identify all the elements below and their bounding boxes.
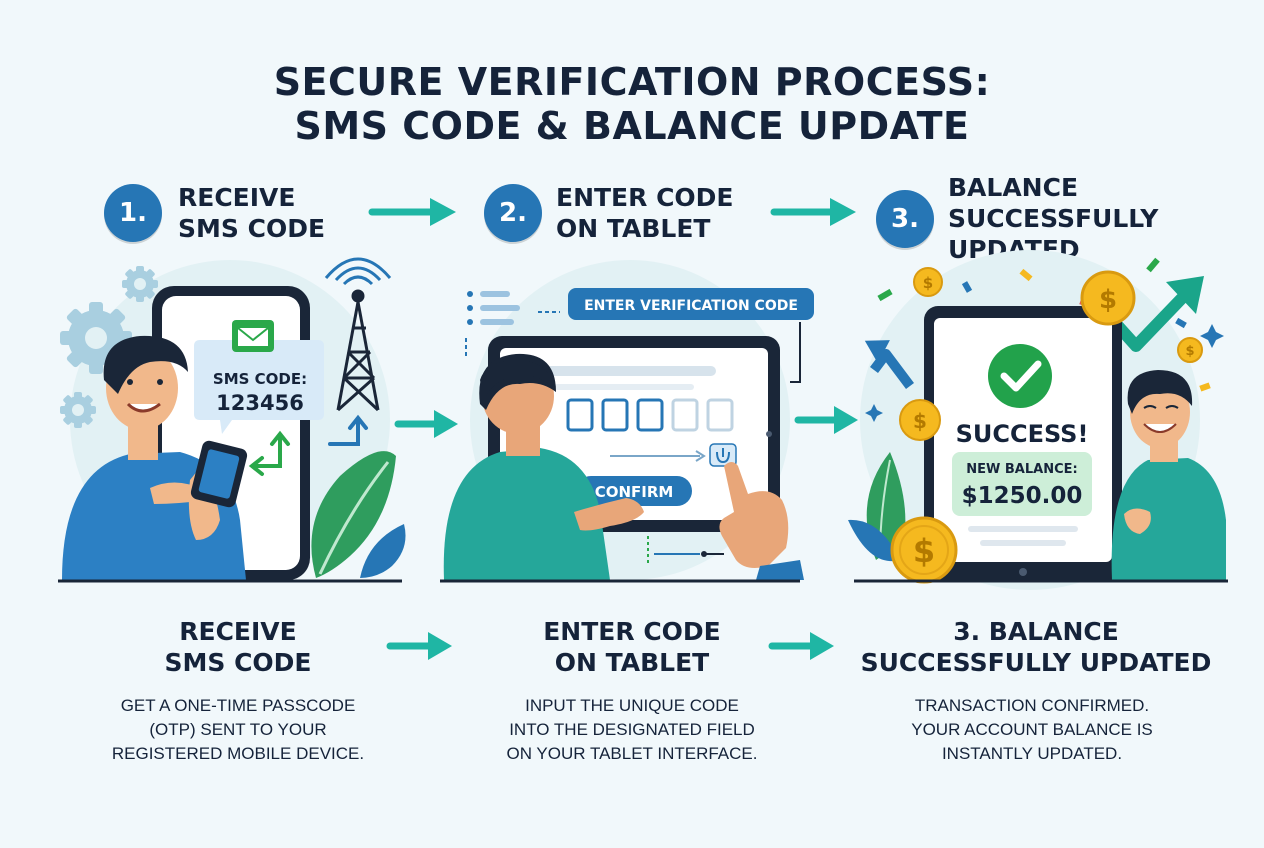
step2-desc-line2: INTO THE DESIGNATED FIELD — [509, 720, 755, 739]
step1-description: GET A ONE-TIME PASSCODE (OTP) SENT TO YO… — [68, 694, 408, 766]
code-box[interactable] — [671, 398, 699, 432]
step3-bottom-line1: 3. BALANCE — [953, 617, 1119, 646]
signal-arrows-green — [248, 430, 290, 476]
new-balance-label: NEW BALANCE: — [966, 462, 1077, 477]
new-balance-card: NEW BALANCE: $1250.00 — [952, 452, 1092, 516]
sms-code-value: 123456 — [216, 391, 304, 415]
envelope-icon — [232, 320, 274, 352]
signal-tower-icon — [324, 257, 392, 412]
success-label: SUCCESS! — [956, 420, 1089, 448]
gear-icon — [122, 266, 158, 302]
coin-icon: $ — [913, 267, 943, 297]
step2-bottom-line1: ENTER CODE — [543, 617, 721, 646]
panel-arrow-1 — [394, 410, 458, 438]
pointing-hand-icon — [719, 462, 804, 580]
trend-arrow-icon — [864, 340, 914, 389]
step1-desc-line1: GET A ONE-TIME PASSCODE — [120, 696, 356, 715]
step3-number-badge: 3. — [876, 189, 934, 248]
code-box[interactable] — [636, 398, 664, 432]
coin-icon: $ — [1080, 270, 1136, 326]
step2-header-line2: ON TABLET — [556, 214, 711, 243]
step2-description: INPUT THE UNIQUE CODE INTO THE DESIGNATE… — [462, 694, 802, 766]
bottom-arrow-2 — [768, 632, 834, 660]
list-decoration — [467, 291, 520, 325]
header-arrow-1 — [368, 198, 456, 226]
coin-icon: $ — [899, 399, 941, 441]
code-box[interactable] — [601, 398, 629, 432]
step1-desc-line2: (OTP) SENT TO YOUR — [149, 720, 327, 739]
panel1-illustration: SMS CODE: 123456 — [58, 257, 406, 583]
sms-bubble: SMS CODE: 123456 — [194, 320, 324, 434]
page-title-line1: SECURE VERIFICATION PROCESS: — [273, 60, 991, 104]
person-receiving-sms — [62, 335, 248, 580]
step3-header-line1: BALANCE — [948, 173, 1079, 202]
step1-header: 1. RECEIVE SMS CODE — [104, 182, 325, 244]
panel2-illustration: ENTER VERIFICATION CODE C — [440, 260, 814, 583]
confirm-button[interactable]: CONFIRM — [576, 476, 692, 506]
power-icon[interactable] — [709, 443, 737, 467]
step3-header-line2: SUCCESSFULLY — [948, 204, 1159, 233]
person-celebrating — [1111, 370, 1226, 580]
step1-bottom-line2: SMS CODE — [164, 648, 312, 677]
svg-text:$: $ — [1099, 285, 1117, 315]
panel-arrow-2 — [794, 406, 858, 434]
connector-decoration — [647, 536, 724, 566]
svg-text:$: $ — [913, 409, 927, 433]
step2-bottom-title: ENTER CODE ON TABLET — [502, 616, 762, 678]
confirm-button-label: CONFIRM — [595, 483, 674, 501]
step3-description: TRANSACTION CONFIRMED. YOUR ACCOUNT BALA… — [864, 694, 1200, 766]
enter-code-banner-text: ENTER VERIFICATION CODE — [584, 298, 798, 314]
step1-bottom-line1: RECEIVE — [179, 617, 297, 646]
enter-code-banner: ENTER VERIFICATION CODE — [568, 288, 814, 320]
step2-bottom-line2: ON TABLET — [554, 648, 710, 677]
step2-desc-line3: ON YOUR TABLET INTERFACE. — [506, 744, 758, 763]
step2-header-text: ENTER CODE ON TABLET — [556, 182, 734, 244]
step2-header-line1: ENTER CODE — [556, 183, 734, 212]
step1-header-text: RECEIVE SMS CODE — [178, 182, 325, 244]
sms-code-label: SMS CODE: — [213, 370, 307, 388]
code-box[interactable] — [706, 398, 734, 432]
svg-text:$: $ — [923, 274, 933, 292]
code-input-boxes[interactable] — [566, 398, 734, 432]
person-entering-code — [443, 353, 644, 580]
step3-desc-line1: TRANSACTION CONFIRMED. — [914, 696, 1150, 715]
step3-bottom-title: 3. BALANCE SUCCESSFULLY UPDATED — [848, 616, 1224, 678]
leaf-icon — [311, 451, 406, 578]
step1-bottom-title: RECEIVE SMS CODE — [108, 616, 368, 678]
new-balance-value: $1250.00 — [962, 483, 1083, 509]
step1-number-badge: 1. — [104, 184, 162, 242]
header-arrow-2 — [770, 198, 856, 226]
gear-icon — [60, 392, 96, 428]
signal-arrows — [328, 414, 368, 446]
svg-text:$: $ — [1185, 344, 1194, 359]
step1-desc-line3: REGISTERED MOBILE DEVICE. — [111, 744, 365, 763]
step3-bottom-line2: SUCCESSFULLY UPDATED — [860, 648, 1212, 677]
page-title-line2: SMS CODE & BALANCE UPDATE — [294, 104, 970, 148]
step3-desc-line3: INSTANTLY UPDATED. — [941, 744, 1123, 763]
bottom-arrow-1 — [386, 632, 452, 660]
step3-desc-line2: YOUR ACCOUNT BALANCE IS — [911, 720, 1153, 739]
step2-desc-line1: INPUT THE UNIQUE CODE — [525, 696, 739, 715]
code-box[interactable] — [566, 398, 594, 432]
step1-header-line2: SMS CODE — [178, 214, 326, 243]
svg-text:$: $ — [913, 532, 935, 570]
check-circle-icon — [988, 344, 1052, 408]
coin-icon: $ — [890, 516, 958, 584]
step2-number-badge: 2. — [484, 184, 542, 242]
step2-header: 2. ENTER CODE ON TABLET — [484, 182, 734, 244]
coin-icon: $ — [1177, 337, 1203, 363]
step1-header-line1: RECEIVE — [178, 183, 296, 212]
panel3-illustration: SUCCESS! NEW BALANCE: $1250.00 $ $ $ $ — [848, 250, 1228, 590]
